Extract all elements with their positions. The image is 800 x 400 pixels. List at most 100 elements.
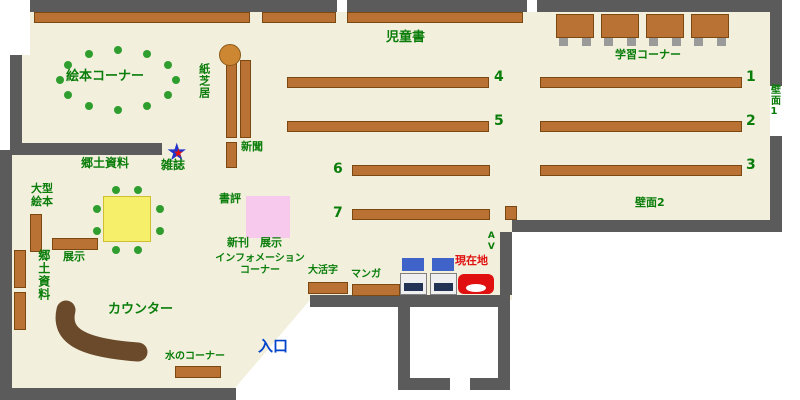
wall-segment (10, 143, 162, 155)
seat-dot (156, 227, 164, 235)
wall-segment (470, 378, 510, 390)
label-new-books-display: 新刊 展示 (227, 236, 282, 249)
shelf-water-corner (175, 366, 221, 378)
shelf-number-5: 5 (494, 113, 504, 129)
shelf-kamishibai (240, 60, 251, 138)
shelf-2 (540, 121, 742, 132)
label-book-review: 書評 (219, 192, 241, 205)
seat-dot (85, 102, 93, 110)
label-av: AV (486, 231, 497, 253)
shelf-number-2: 2 (746, 113, 756, 129)
chair (694, 38, 703, 46)
chair (717, 38, 726, 46)
label-large-picture-book: 大型 絵本 (31, 182, 53, 208)
shelf-number-1: 1 (746, 69, 756, 85)
shelf-large-print (308, 282, 348, 294)
magazine-star-marker: ★ ★ (166, 140, 192, 166)
seat-dot (164, 61, 172, 69)
label-newspaper: 新聞 (241, 140, 263, 153)
shelf-7 (352, 209, 490, 220)
terminal-panel (404, 283, 423, 291)
wall-segment (770, 136, 782, 232)
seat-dot (85, 50, 93, 58)
chair (604, 38, 613, 46)
new-books-display-table (246, 196, 290, 238)
chair (559, 38, 568, 46)
wall-segment (398, 307, 410, 390)
wall-segment (500, 232, 512, 295)
seat-dot (56, 76, 64, 84)
label-entrance: 入口 (258, 337, 289, 355)
seat-dot (93, 205, 101, 213)
seat-dot (134, 186, 142, 194)
star-icon: ★ (166, 138, 188, 166)
shelf-local-materials (14, 292, 26, 330)
shelf-number-7: 7 (333, 205, 343, 221)
label-counter: カウンター (108, 302, 174, 317)
shelf-5 (287, 121, 489, 132)
seat-dot (164, 91, 172, 99)
shelf-4 (287, 77, 489, 88)
terminal-screen (432, 258, 454, 271)
label-study-corner: 学習コーナー (615, 48, 681, 61)
seat-dot (143, 50, 151, 58)
wall-segment (30, 0, 337, 12)
label-picture-book-corner: 絵本コーナー (66, 69, 145, 84)
shelf-kamishibai (226, 60, 237, 138)
study-desk (646, 14, 684, 38)
label-information-corner: インフォメーション コーナー (215, 253, 305, 276)
chair (649, 38, 658, 46)
label-water-corner: 水のコーナー (165, 351, 225, 362)
study-desk (556, 14, 594, 38)
shelf-newspaper (226, 142, 237, 168)
shelf-large-picture-book (30, 214, 42, 252)
shelf-number-3: 3 (746, 157, 756, 173)
star-icon: ★ (173, 146, 184, 160)
seat-dot (112, 246, 120, 254)
seat-dot (114, 106, 122, 114)
terminal-screen (402, 258, 424, 271)
label-kamishibai: 紙芝居 (197, 63, 211, 99)
wall-segment (537, 0, 782, 12)
label-children-books: 児童書 (386, 30, 426, 45)
shelf-manga (352, 284, 400, 296)
chair (627, 38, 636, 46)
shelf-number-6: 6 (333, 161, 343, 177)
wall-segment (0, 388, 236, 400)
label-manga: マンガ (351, 269, 381, 280)
seat-dot (93, 227, 101, 235)
label-display: 展示 (63, 250, 85, 263)
wall-segment (10, 55, 22, 155)
label-large-print: 大活字 (308, 265, 338, 276)
shelf-picture-book-wall (34, 12, 250, 23)
label-magazine: 雑誌 (161, 158, 186, 172)
label-wall-2: 壁面2 (635, 196, 665, 209)
seat-dot (64, 61, 72, 69)
reading-table (103, 196, 151, 242)
shelf-children-books-wall (347, 12, 523, 23)
wall-segment (770, 0, 782, 86)
terminal-panel (434, 283, 453, 291)
shelf-display (52, 238, 98, 250)
round-table (219, 44, 241, 66)
shelf-number-4: 4 (494, 69, 504, 85)
wall-segment (310, 295, 510, 307)
shelf-av (505, 206, 517, 220)
seat-dot (156, 205, 164, 213)
chair (672, 38, 681, 46)
chair (582, 38, 591, 46)
label-local-materials-left: 郷土資料 (36, 249, 51, 301)
seat-dot (114, 46, 122, 54)
label-current-location: 現在地 (455, 254, 488, 267)
seat-dot (172, 76, 180, 84)
study-desk (691, 14, 729, 38)
shelf-6 (352, 165, 490, 176)
wall-segment (398, 378, 450, 390)
seat-dot (134, 246, 142, 254)
shelf-3 (540, 165, 742, 176)
seat-dot (64, 91, 72, 99)
wall-segment (0, 150, 12, 400)
label-wall-1: 壁面1 (768, 84, 780, 118)
current-location-marker-arc (466, 284, 486, 292)
